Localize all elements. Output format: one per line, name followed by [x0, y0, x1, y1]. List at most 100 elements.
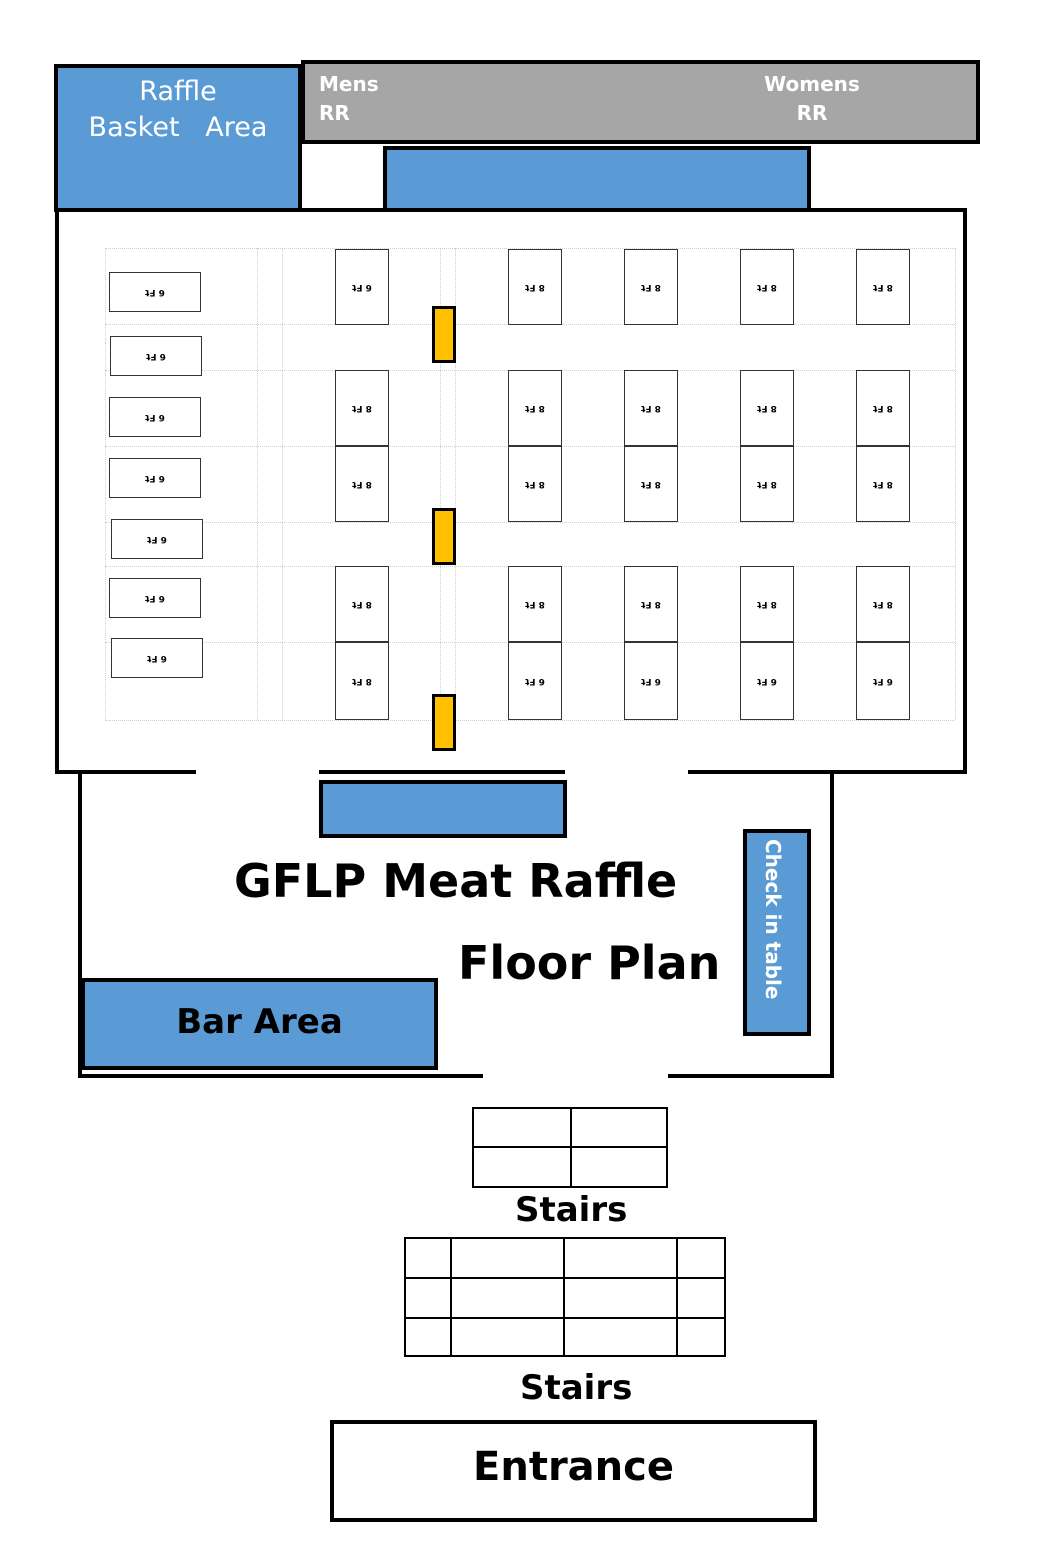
table-6ft: 6 Ft: [110, 336, 202, 376]
table-size-label: 8 Ft: [352, 403, 372, 413]
support-post: [432, 306, 456, 363]
table-6ft: 6 Ft: [111, 519, 203, 559]
stairs-upper-label: Stairs: [515, 1190, 628, 1230]
table-8ft: 8 Ft: [856, 446, 910, 522]
support-post: [432, 694, 456, 751]
bar-area-label: Bar Area: [176, 1002, 343, 1042]
table-6ft: 6 Ft: [109, 272, 201, 312]
stairs-lower-label: Stairs: [520, 1368, 633, 1408]
table-8ft: 8 Ft: [508, 249, 562, 325]
entrance-label: Entrance: [473, 1444, 674, 1490]
table-size-label: 8 Ft: [352, 599, 372, 609]
grid-line: [955, 248, 956, 720]
bar-area: Bar Area: [81, 978, 438, 1070]
table-6ft: 6 Ft: [508, 642, 562, 720]
upper-serving-block: [383, 146, 811, 212]
table-size-label: 6 Ft: [145, 412, 165, 422]
stair-step: [676, 1317, 726, 1357]
table-size-label: 6 Ft: [145, 287, 165, 297]
table-6ft: 6 Ft: [109, 458, 201, 498]
table-8ft: 8 Ft: [335, 370, 389, 446]
table-size-label: 8 Ft: [873, 479, 893, 489]
table-size-label: 8 Ft: [757, 599, 777, 609]
table-8ft: 8 Ft: [624, 446, 678, 522]
grid-line: [105, 248, 955, 249]
lower-serving-block: [319, 780, 567, 838]
table-6ft: 6 Ft: [109, 397, 201, 437]
table-size-label: 6 Ft: [757, 676, 777, 686]
title-line-1: GFLP Meat Raffle: [234, 854, 678, 908]
table-size-label: 6 Ft: [147, 534, 167, 544]
table-8ft: 8 Ft: [856, 370, 910, 446]
stair-step: [472, 1107, 572, 1148]
table-8ft: 8 Ft: [335, 446, 389, 522]
table-size-label: 8 Ft: [757, 282, 777, 292]
stair-step: [570, 1146, 668, 1188]
stair-step: [450, 1237, 565, 1279]
table-size-label: 8 Ft: [757, 479, 777, 489]
check-in-label: Check in table: [761, 839, 785, 1000]
table-size-label: 6 Ft: [147, 653, 167, 663]
stair-step: [676, 1237, 726, 1279]
table-size-label: 6 Ft: [145, 473, 165, 483]
grid-line: [440, 248, 441, 720]
stair-step: [570, 1107, 668, 1148]
table-size-label: 8 Ft: [641, 282, 661, 292]
grid-line: [105, 522, 955, 523]
table-8ft: 8 Ft: [624, 370, 678, 446]
stair-step: [450, 1317, 565, 1357]
table-size-label: 6 Ft: [641, 676, 661, 686]
lobby-left-wall: [78, 770, 82, 1078]
stair-step: [450, 1277, 565, 1319]
stair-step: [404, 1277, 452, 1319]
raffle-basket-label: Raffle Basket Area: [88, 76, 268, 143]
table-size-label: 8 Ft: [525, 282, 545, 292]
table-size-label: 6 Ft: [146, 351, 166, 361]
title-line-2: Floor Plan: [458, 936, 721, 990]
table-size-label: 8 Ft: [873, 282, 893, 292]
table-size-label: 8 Ft: [873, 599, 893, 609]
table-size-label: 8 Ft: [525, 479, 545, 489]
table-8ft: 8 Ft: [624, 566, 678, 642]
entrance[interactable]: Entrance: [330, 1420, 817, 1522]
hall-bottom-wall-left: [55, 770, 196, 774]
grid-line: [455, 248, 456, 720]
table-size-label: 8 Ft: [641, 599, 661, 609]
table-8ft: 8 Ft: [508, 446, 562, 522]
raffle-basket-area: Raffle Basket Area: [54, 64, 302, 212]
table-6ft: 6 Ft: [335, 249, 389, 325]
table-size-label: 8 Ft: [873, 403, 893, 413]
table-size-label: 6 Ft: [352, 282, 372, 292]
table-8ft: 8 Ft: [856, 249, 910, 325]
restrooms-area: Mens RR Womens RR: [301, 60, 980, 144]
grid-line: [105, 248, 106, 720]
table-size-label: 6 Ft: [873, 676, 893, 686]
table-6ft: 6 Ft: [111, 638, 203, 678]
check-in-table: Check in table: [743, 829, 811, 1036]
hall-bottom-wall-right: [688, 770, 967, 774]
womens-restroom-label: Womens RR: [764, 72, 860, 125]
table-size-label: 8 Ft: [352, 479, 372, 489]
stair-step: [472, 1146, 572, 1188]
grid-line: [282, 248, 283, 720]
stair-step: [563, 1277, 678, 1319]
table-size-label: 8 Ft: [757, 403, 777, 413]
table-size-label: 8 Ft: [641, 403, 661, 413]
grid-line: [105, 720, 955, 721]
support-post: [432, 508, 456, 565]
table-size-label: 8 Ft: [525, 599, 545, 609]
table-8ft: 8 Ft: [624, 249, 678, 325]
table-size-label: 8 Ft: [641, 479, 661, 489]
table-8ft: 8 Ft: [740, 446, 794, 522]
lobby-right-wall: [830, 770, 834, 1078]
table-size-label: 6 Ft: [145, 593, 165, 603]
table-8ft: 8 Ft: [508, 370, 562, 446]
table-size-label: 6 Ft: [525, 676, 545, 686]
table-8ft: 8 Ft: [335, 642, 389, 720]
table-8ft: 8 Ft: [508, 566, 562, 642]
table-size-label: 8 Ft: [525, 403, 545, 413]
table-8ft: 8 Ft: [335, 566, 389, 642]
table-size-label: 8 Ft: [352, 676, 372, 686]
table-6ft: 6 Ft: [109, 578, 201, 618]
lobby-bottom-wall-right: [668, 1074, 834, 1078]
